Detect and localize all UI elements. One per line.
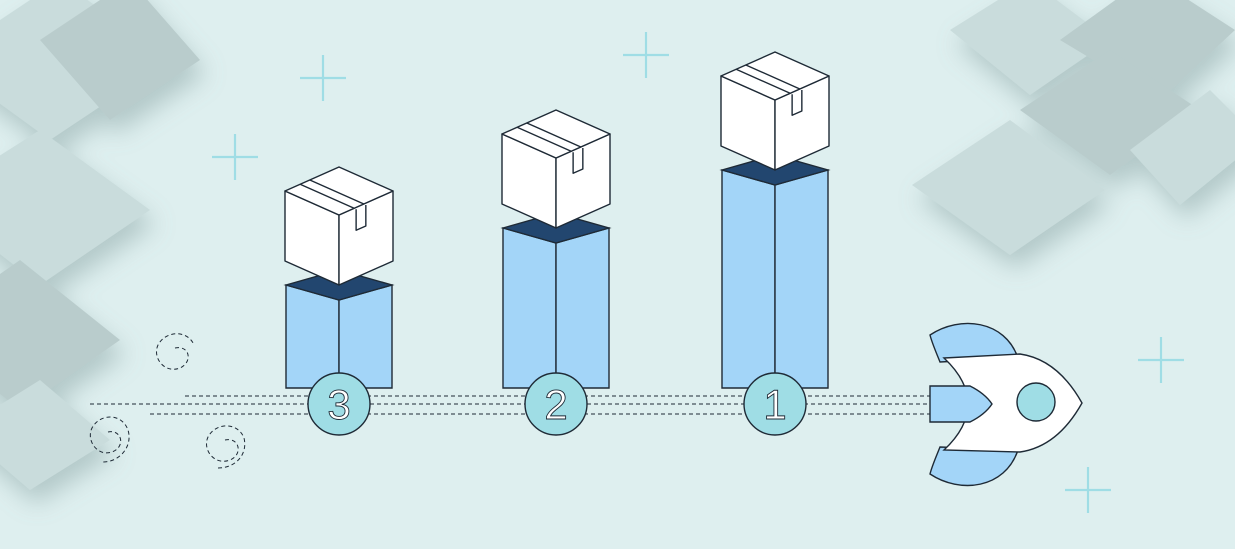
pillar-left-face — [721, 169, 776, 389]
box-tape — [299, 179, 365, 209]
rank-label: 2 — [544, 381, 567, 428]
box-top-face — [501, 109, 611, 159]
box-tape-flap — [355, 204, 367, 231]
deco-tile — [0, 380, 110, 490]
deco-tile — [1020, 50, 1200, 175]
plus-sparkle-icon — [623, 32, 669, 78]
rocket-exhaust — [929, 385, 993, 423]
deco-tile — [0, 130, 150, 285]
box-top-face — [720, 51, 830, 101]
deco-tile — [0, 260, 120, 410]
swirls — [89, 333, 246, 469]
pillar-third — [283, 269, 395, 389]
deco-tile — [1060, 0, 1235, 100]
deco-tile — [40, 0, 200, 120]
cardboard-box-icon — [501, 109, 611, 229]
dashed-swirl-icon — [206, 425, 246, 469]
pillar-right-face — [555, 227, 610, 389]
box-tape-flap — [572, 147, 584, 174]
cardboard-box-icon — [284, 166, 394, 286]
pillar-left-face — [502, 227, 557, 389]
deco-tile — [950, 0, 1110, 95]
rank-label: 1 — [763, 381, 786, 428]
box-tape — [735, 64, 801, 94]
rank-label: 3 — [327, 381, 350, 428]
pillar-right-face — [338, 284, 393, 389]
plus-sparkle-icon — [1138, 337, 1184, 383]
left-decorative-tiles — [0, 0, 200, 490]
box-top-face — [284, 166, 394, 216]
sparkles — [212, 32, 1184, 513]
plus-sparkle-icon — [300, 55, 346, 101]
box-tape-flap — [791, 89, 803, 116]
rank-marker-1: 1 — [743, 372, 807, 436]
dashed-swirl-icon — [156, 333, 195, 370]
box-tape — [516, 122, 582, 152]
rank-marker-3: 3 — [307, 372, 371, 436]
pillar-first — [719, 154, 831, 389]
rank-marker-2: 2 — [524, 372, 588, 436]
plus-sparkle-icon — [1065, 467, 1111, 513]
plus-sparkle-icon — [212, 134, 258, 180]
pillar-left-face — [285, 284, 340, 389]
right-decorative-tiles — [912, 0, 1235, 255]
deco-tile — [912, 120, 1105, 255]
deco-tile — [1130, 90, 1235, 205]
rocket-fin-bottom — [929, 446, 1019, 487]
pillar-right-face — [774, 169, 829, 389]
rocket-icon — [929, 322, 1083, 487]
rocket-window — [1016, 382, 1056, 422]
dashed-swirl-icon — [89, 416, 130, 463]
pillar-second — [500, 212, 612, 389]
cardboard-box-icon — [720, 51, 830, 171]
